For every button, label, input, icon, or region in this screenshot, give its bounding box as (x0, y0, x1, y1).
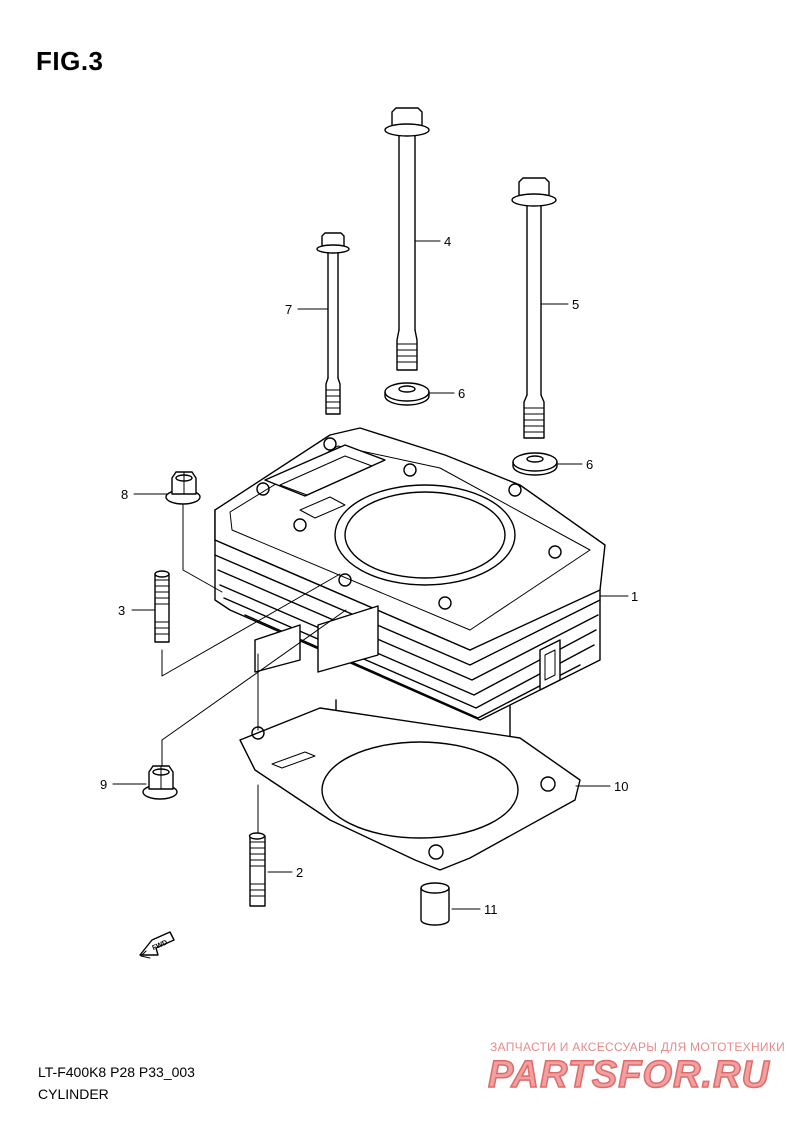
callout-3: 3 (118, 603, 125, 618)
bolt-4[interactable] (384, 107, 430, 371)
callout-1: 1 (631, 589, 638, 604)
callout-8: 8 (121, 487, 128, 502)
callout-4: 4 (444, 234, 451, 249)
fwd-arrow-icon (139, 931, 175, 959)
bolt-7[interactable] (316, 232, 350, 415)
assembly-guide-lines (161, 504, 347, 833)
gasket-10[interactable] (239, 707, 581, 871)
bolt-5[interactable] (511, 177, 557, 439)
callout-6-upper: 6 (458, 386, 465, 401)
watermark-tagline: ЗАПЧАСТИ И АКСЕССУАРЫ ДЛЯ МОТОТЕХНИКИ (490, 1040, 786, 1054)
callout-5: 5 (572, 297, 579, 312)
callout-6-lower: 6 (586, 457, 593, 472)
callout-7: 7 (285, 302, 292, 317)
watermark-logo: PARTSFOR.RU (487, 1053, 770, 1097)
callout-9: 9 (100, 777, 107, 792)
dowel-pin-11[interactable] (420, 882, 450, 926)
callout-10: 10 (614, 779, 628, 794)
washer-6-lower[interactable] (512, 452, 558, 476)
stud-3[interactable] (154, 570, 170, 643)
footer-figure-code: LT-F400K8 P28 P33_003 (38, 1064, 195, 1080)
figure-title: FIG.3 (36, 46, 104, 76)
callout-2: 2 (296, 865, 303, 880)
stud-2[interactable] (248, 832, 266, 907)
washer-6-upper[interactable] (384, 382, 430, 406)
leader-lines (112, 240, 629, 910)
flange-nut-9[interactable] (142, 765, 178, 800)
flange-nut-8[interactable] (165, 471, 201, 505)
callout-11: 11 (484, 902, 498, 917)
footer-part-name: CYLINDER (38, 1086, 109, 1102)
